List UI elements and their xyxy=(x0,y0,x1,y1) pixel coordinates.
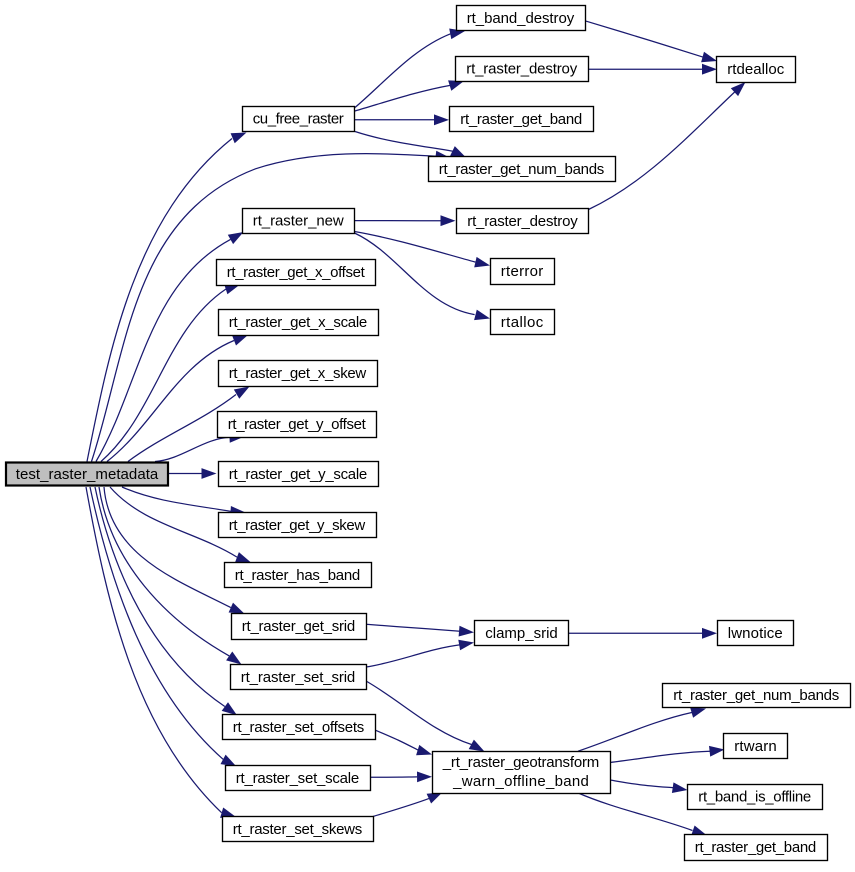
svg-text:rt_raster_get_srid: rt_raster_get_srid xyxy=(242,618,356,635)
svg-text:cu_free_raster: cu_free_raster xyxy=(253,111,344,128)
svg-text:rt_raster_get_y_skew: rt_raster_get_y_skew xyxy=(229,517,366,534)
svg-text:_warn_offline_band: _warn_offline_band xyxy=(452,773,589,790)
svg-text:rt_raster_get_band: rt_raster_get_band xyxy=(695,839,817,856)
svg-text:rt_raster_get_y_offset: rt_raster_get_y_offset xyxy=(228,416,367,433)
svg-text:rt_raster_set_offsets: rt_raster_set_offsets xyxy=(233,719,365,736)
svg-text:rt_raster_destroy: rt_raster_destroy xyxy=(466,61,578,78)
svg-text:rt_raster_new: rt_raster_new xyxy=(253,213,344,230)
svg-text:rt_raster_get_y_scale: rt_raster_get_y_scale xyxy=(229,466,368,483)
svg-text:rt_raster_get_band: rt_raster_get_band xyxy=(460,111,582,128)
svg-text:rt_raster_destroy: rt_raster_destroy xyxy=(467,213,578,230)
svg-text:rt_raster_set_scale: rt_raster_set_scale xyxy=(236,770,360,787)
svg-text:clamp_srid: clamp_srid xyxy=(485,625,558,642)
svg-text:test_raster_metadata: test_raster_metadata xyxy=(16,466,159,483)
svg-text:rtwarn: rtwarn xyxy=(734,738,777,755)
svg-text:rt_raster_get_num_bands: rt_raster_get_num_bands xyxy=(439,161,605,178)
svg-text:rtdealloc: rtdealloc xyxy=(727,61,785,78)
svg-text:rt_raster_get_num_bands: rt_raster_get_num_bands xyxy=(673,687,839,704)
svg-text:rt_band_destroy: rt_band_destroy xyxy=(467,10,575,27)
svg-text:rt_raster_set_srid: rt_raster_set_srid xyxy=(241,669,356,686)
svg-text:rt_raster_has_band: rt_raster_has_band xyxy=(235,567,361,584)
svg-text:rtalloc: rtalloc xyxy=(501,314,544,331)
svg-text:rt_raster_set_skews: rt_raster_set_skews xyxy=(233,821,363,838)
svg-text:rt_band_is_offline: rt_band_is_offline xyxy=(698,789,811,806)
svg-text:lwnotice: lwnotice xyxy=(728,625,783,642)
svg-text:rterror: rterror xyxy=(501,263,544,280)
svg-text:rt_raster_get_x_offset: rt_raster_get_x_offset xyxy=(227,264,366,281)
svg-text:rt_raster_get_x_scale: rt_raster_get_x_scale xyxy=(229,314,368,331)
svg-text:_rt_raster_geotransform: _rt_raster_geotransform xyxy=(442,754,600,771)
svg-text:rt_raster_get_x_skew: rt_raster_get_x_skew xyxy=(229,365,367,382)
